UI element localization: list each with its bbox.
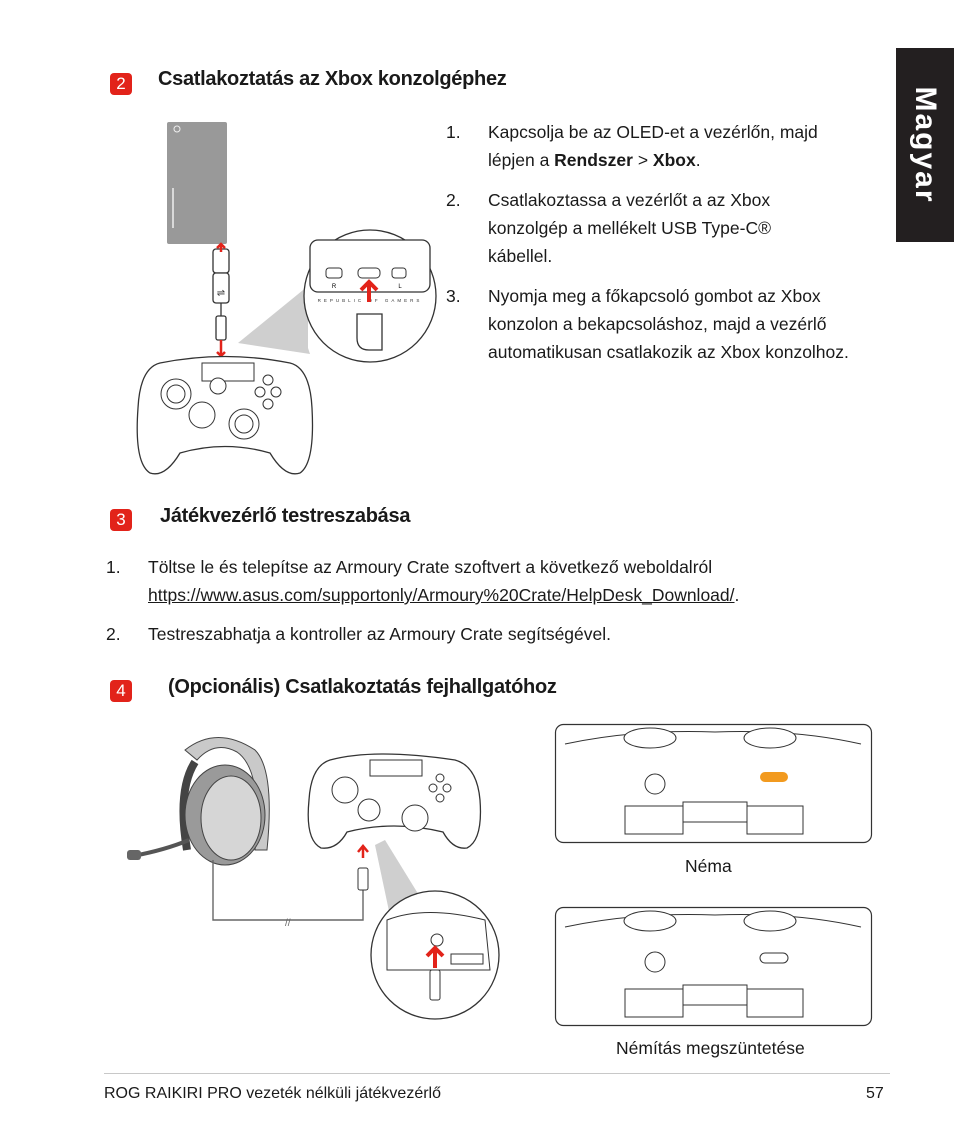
step-number: 1.: [446, 122, 461, 142]
svg-text:⇌: ⇌: [217, 288, 225, 299]
unmute-panel-image: [554, 906, 873, 1027]
step-number: 2.: [446, 190, 461, 210]
section-heading: Játékvezérlő testreszabása: [160, 505, 411, 527]
section-number-badge: 4: [110, 680, 132, 702]
step-text: Nyomja meg a főkapcsoló gombot az Xbox k…: [488, 286, 849, 362]
step-item: 2. Csatlakoztassa a vezérlőt a az Xbox k…: [446, 186, 866, 270]
mute-indicator: [760, 772, 788, 782]
step-number: 3.: [446, 286, 461, 306]
mute-caption: Néma: [685, 856, 732, 876]
unmute-caption: Némítás megszüntetése: [616, 1038, 805, 1058]
step-item: 1. Kapcsolja be az OLED-et a vezérlőn, m…: [446, 118, 866, 174]
xbox-connection-illustration: ⇌ R L REPUBLIC OF GAMERS: [136, 122, 437, 475]
footer-divider: [104, 1073, 890, 1074]
section-heading: Csatlakoztatás az Xbox konzolgéphez: [158, 68, 507, 90]
step-text: Töltse le és telepítse az Armoury Crate …: [148, 557, 740, 605]
headset-connection-illustration: //: [127, 737, 500, 1020]
section-heading: (Opcionális) Csatlakoztatás fejhallgatóh…: [168, 676, 557, 698]
page-number: 57: [866, 1085, 884, 1102]
xbox-console-image: [167, 122, 227, 244]
step-number: 2.: [106, 624, 121, 644]
download-link[interactable]: https://www.asus.com/supportonly/Armoury…: [148, 585, 735, 605]
language-tab: Magyar: [896, 48, 954, 242]
svg-text://: //: [285, 918, 291, 929]
footer-title: ROG RAIKIRI PRO vezeték nélküli játékvez…: [104, 1085, 442, 1102]
step-text: Kapcsolja be az OLED-et a vezérlőn, majd…: [488, 122, 818, 170]
section-number-badge: 2: [110, 73, 132, 95]
step-text: Testreszabhatja a kontroller az Armoury …: [148, 624, 611, 644]
unmute-indicator: [759, 952, 789, 964]
mute-panel-image: [554, 723, 873, 844]
step-item: 1. Töltse le és telepítse az Armoury Cra…: [106, 553, 866, 609]
step-item: 3. Nyomja meg a főkapcsoló gombot az Xbo…: [446, 282, 866, 394]
language-tab-label: Magyar: [909, 86, 942, 204]
port-r-label: R: [332, 284, 337, 290]
step-item: 2. Testreszabhatja a kontroller az Armou…: [106, 620, 866, 648]
section-number-badge: 3: [110, 509, 132, 531]
step-number: 1.: [106, 557, 121, 577]
step-text: Csatlakoztassa a vezérlőt a az Xbox konz…: [488, 190, 771, 266]
port-l-label: L: [398, 284, 402, 290]
